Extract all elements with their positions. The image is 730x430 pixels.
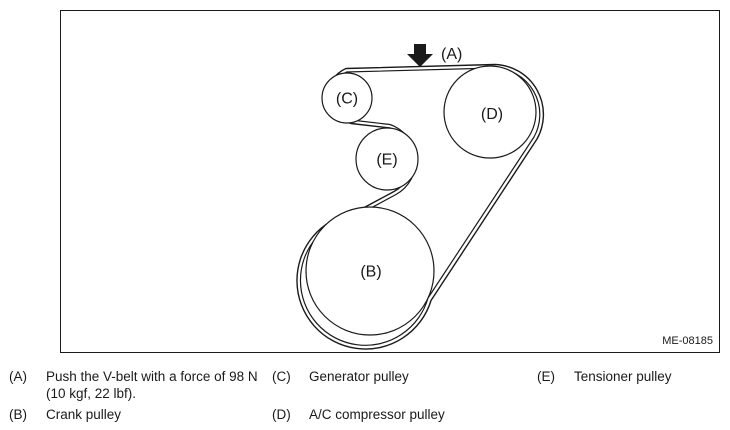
figure-code: ME-08185 bbox=[662, 335, 713, 347]
down-arrow-icon bbox=[407, 44, 433, 67]
legend: (A) Push the V-belt with a force of 98 N… bbox=[0, 363, 730, 425]
figure-frame: (A) (C) (E) (D) (B) ME-08185 bbox=[60, 10, 720, 353]
label-a: (A) bbox=[441, 46, 462, 63]
pulley-e-tensioner bbox=[355, 127, 419, 191]
legend-key: (C) bbox=[272, 369, 291, 384]
legend-text: Push the V-belt with a force of 98 N (10… bbox=[46, 369, 258, 401]
legend-item-d: (D) A/C compressor pulley bbox=[272, 406, 524, 423]
label-e: (E) bbox=[376, 152, 397, 169]
legend-key: (A) bbox=[9, 369, 27, 384]
label-c: (C) bbox=[336, 91, 358, 108]
legend-item-b: (B) Crank pulley bbox=[9, 406, 261, 423]
legend-item-a: (A) Push the V-belt with a force of 98 N… bbox=[9, 368, 261, 402]
legend-key: (B) bbox=[9, 407, 27, 422]
belt-routing-diagram: (A) (C) (E) (D) (B) bbox=[296, 44, 545, 350]
legend-key: (E) bbox=[537, 369, 555, 384]
legend-text: Generator pulley bbox=[309, 369, 409, 384]
legend-item-c: (C) Generator pulley bbox=[272, 368, 524, 385]
pulley-d-ac-compressor bbox=[443, 65, 537, 159]
pulley-b-crank bbox=[305, 206, 435, 336]
legend-key: (D) bbox=[272, 407, 291, 422]
legend-text: A/C compressor pulley bbox=[309, 407, 445, 422]
legend-text: Tensioner pulley bbox=[574, 369, 672, 384]
label-d: (D) bbox=[481, 106, 503, 123]
pulley-c-generator bbox=[321, 72, 373, 124]
label-b: (B) bbox=[360, 264, 381, 281]
legend-text: Crank pulley bbox=[46, 407, 122, 422]
legend-item-e: (E) Tensioner pulley bbox=[537, 368, 730, 385]
